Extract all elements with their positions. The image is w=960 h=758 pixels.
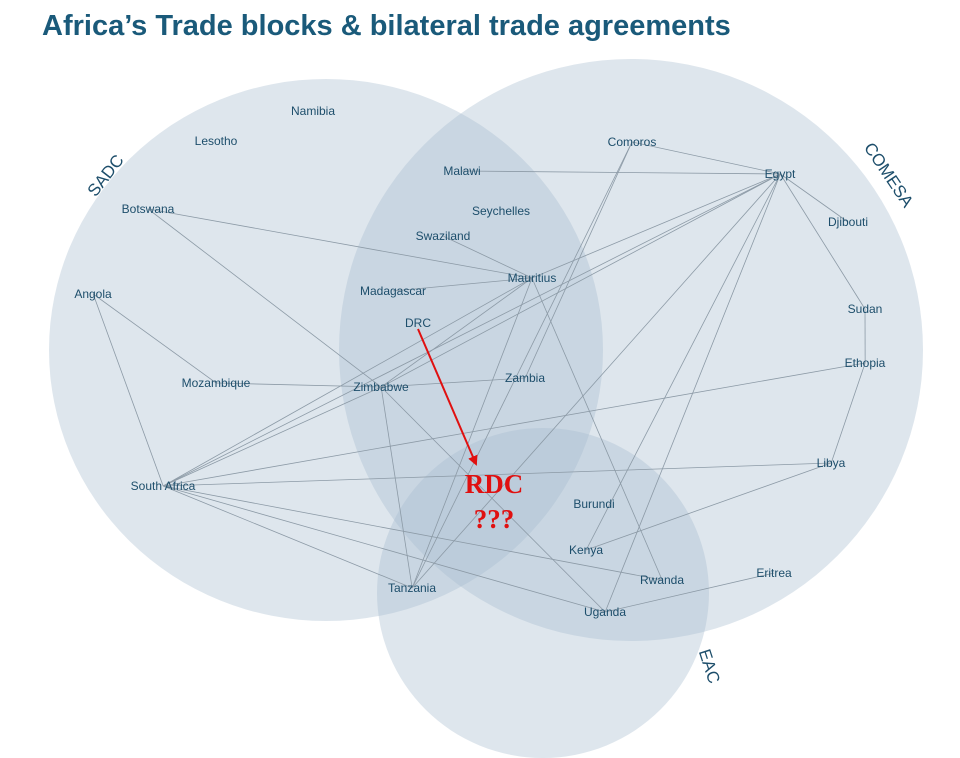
rdc-annotation: RDC: [465, 469, 524, 499]
link-south-africa-tanzania: [163, 485, 413, 589]
link-mauritius-egypt: [531, 173, 781, 279]
comesa-circle: [339, 59, 923, 641]
country-mozambique: Mozambique: [182, 376, 251, 390]
link-comoros-egypt: [631, 141, 781, 175]
country-lesotho: Lesotho: [195, 134, 238, 148]
country-drc: DRC: [405, 316, 431, 330]
link-egypt-sudan: [779, 173, 866, 310]
link-comoros-tanzania: [411, 141, 633, 589]
link-egypt-zimbabwe: [380, 173, 781, 388]
country-rwanda: Rwanda: [640, 573, 684, 587]
country-egypt: Egypt: [765, 167, 796, 181]
drc-to-rdc-arrow: [417, 328, 478, 466]
link-zimbabwe-uganda: [380, 386, 606, 613]
link-angola-south-africa: [92, 293, 164, 487]
link-libya-south-africa: [163, 462, 832, 487]
link-ethopia-libya: [830, 362, 866, 464]
country-uganda: Uganda: [584, 605, 626, 619]
country-ethopia: Ethopia: [845, 356, 886, 370]
bilateral-links: [92, 141, 866, 613]
link-angola-mozambique: [92, 293, 217, 384]
link-mauritius-south-africa: [162, 277, 533, 487]
link-swaziland-mauritius: [442, 235, 533, 279]
link-botswana-zimbabwe: [147, 208, 382, 388]
country-malawi: Malawi: [443, 164, 480, 178]
country-madagascar: Madagascar: [360, 284, 426, 298]
link-egypt-djibouti: [780, 173, 849, 223]
link-libya-kenya: [586, 462, 832, 551]
country-burundi: Burundi: [573, 497, 614, 511]
country-zambia: Zambia: [505, 371, 545, 385]
link-mozambique-zimbabwe: [216, 382, 382, 388]
link-zimbabwe-tanzania: [380, 386, 413, 589]
link-egypt-south-africa: [162, 173, 781, 487]
link-botswana-mauritius: [148, 208, 533, 279]
country-seychelles: Seychelles: [472, 204, 530, 218]
eac-label: EAC: [695, 647, 724, 686]
link-south-africa-uganda: [163, 485, 606, 613]
country-zimbabwe: Zimbabwe: [353, 380, 409, 394]
link-malawi-egypt: [461, 170, 781, 175]
country-comoros: Comoros: [608, 135, 657, 149]
link-zimbabwe-south-africa: [162, 386, 382, 487]
link-comoros-zambia: [524, 141, 633, 379]
link-south-africa-rwanda: [163, 485, 663, 581]
rdc-question-marks: ???: [474, 504, 515, 534]
link-eritrea-uganda: [605, 572, 775, 613]
country-angola: Angola: [74, 287, 112, 301]
country-kenya: Kenya: [569, 543, 603, 557]
country-south-africa: South Africa: [131, 479, 196, 493]
link-egypt-tanzania: [411, 173, 781, 589]
country-botswana: Botswana: [122, 202, 175, 216]
country-swaziland: Swaziland: [416, 229, 471, 243]
link-egypt-kenya: [585, 173, 781, 551]
link-ethopia-south-africa: [163, 362, 866, 487]
country-sudan: Sudan: [848, 302, 883, 316]
country-mauritius: Mauritius: [508, 271, 557, 285]
country-djibouti: Djibouti: [828, 215, 868, 229]
country-libya: Libya: [817, 456, 846, 470]
country-tanzania: Tanzania: [388, 581, 436, 595]
link-mauritius-rwanda: [531, 277, 663, 581]
eac-circle: [377, 428, 709, 758]
link-madagascar-mauritius: [392, 277, 533, 292]
link-zimbabwe-zambia: [381, 377, 526, 388]
country-namibia: Namibia: [291, 104, 335, 118]
page-title: Africa’s Trade blocks & bilateral trade …: [42, 10, 731, 42]
country-eritrea: Eritrea: [756, 566, 792, 580]
link-mauritius-zimbabwe: [380, 277, 533, 388]
